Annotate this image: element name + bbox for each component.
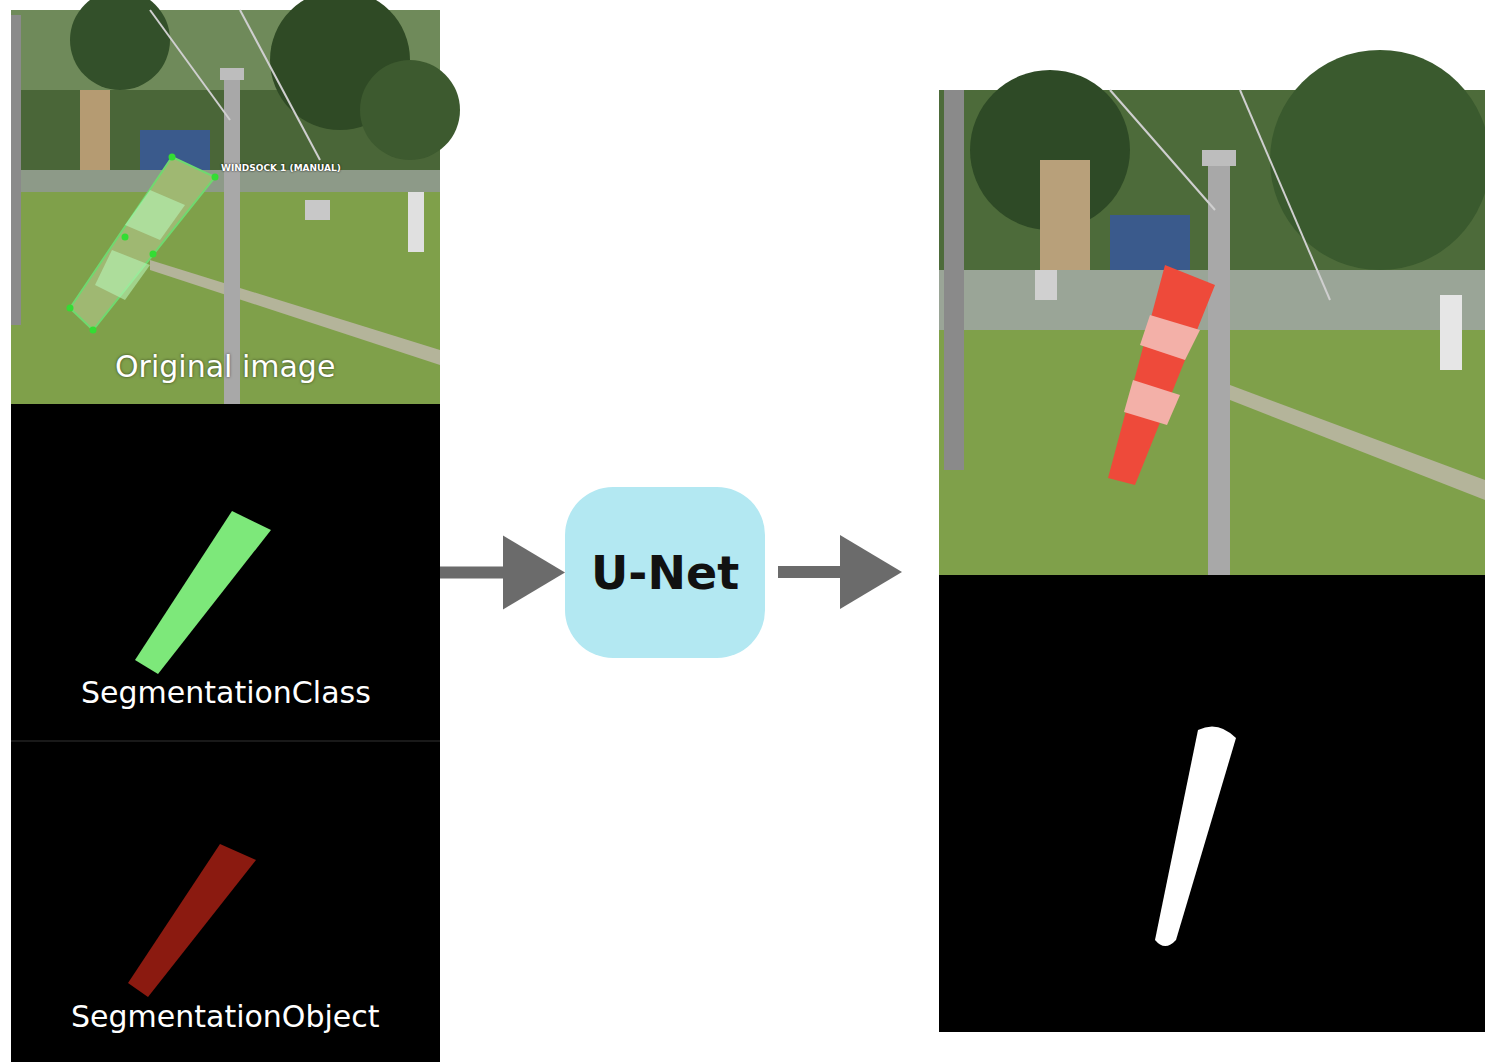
model-name: U-Net	[591, 546, 739, 600]
class-panel: SegmentationClass	[11, 404, 440, 741]
flow-arrow	[440, 536, 565, 610]
object-mask	[128, 844, 256, 997]
predicted-mask	[1155, 726, 1236, 946]
class-mask	[135, 511, 271, 674]
annotation-tag: WINDSOCK 1 (MANUAL)	[221, 163, 341, 173]
output-arrow	[778, 535, 902, 609]
panel-caption: SegmentationObject	[71, 999, 380, 1034]
panel-caption: SegmentationClass	[81, 675, 371, 710]
panel-caption: Original image	[115, 349, 335, 384]
output-photo	[939, 50, 1485, 575]
object-panel: SegmentationObject	[11, 741, 440, 1062]
image-panel: Original image	[11, 10, 440, 404]
original-photo	[11, 0, 460, 404]
model-box: U-Net	[565, 487, 765, 658]
